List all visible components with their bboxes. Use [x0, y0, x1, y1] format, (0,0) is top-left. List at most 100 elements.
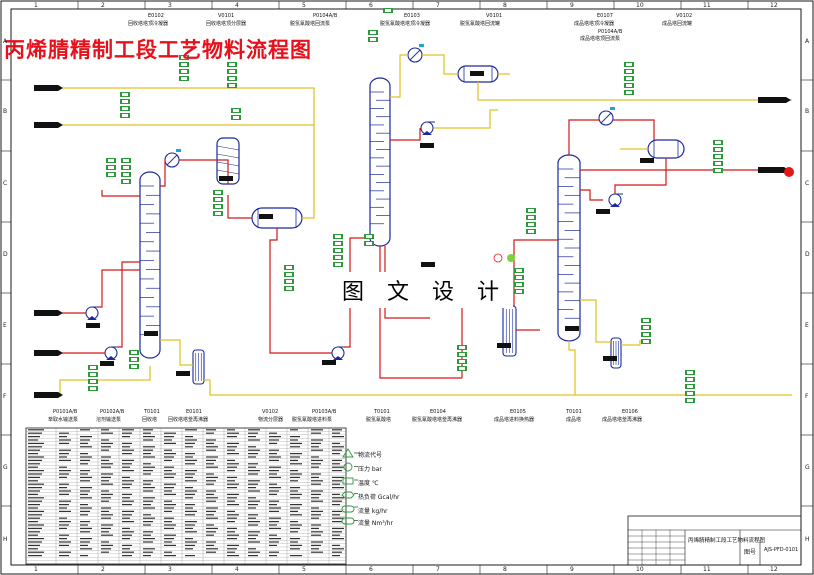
table-cell-value — [206, 500, 216, 502]
instrument-window — [626, 77, 632, 80]
bottom-equipment-tag: T0101 — [566, 409, 582, 415]
bottom-equipment-desc: 回收塔 — [142, 417, 158, 423]
product-reboiler-line — [621, 340, 641, 346]
instrument-window — [286, 287, 292, 290]
table-cell-value — [311, 483, 321, 485]
top-equipment-desc: 成品塔塔顶回流泵 — [580, 36, 621, 42]
table-cell-value — [269, 453, 277, 455]
table-cell-value — [332, 429, 342, 431]
table-cell-value — [332, 500, 342, 502]
table-cell-value — [206, 439, 216, 441]
inlet-flag — [34, 122, 58, 128]
grid-row-label: G — [3, 464, 8, 471]
legend-hex-symbol — [341, 491, 355, 499]
table-cell-value — [269, 551, 279, 553]
table-cell-value — [59, 500, 71, 502]
table-cell-value — [290, 524, 302, 526]
table-cell-value — [206, 534, 214, 536]
instrument-window — [528, 223, 534, 226]
table-cell-value — [185, 504, 195, 506]
top-equipment-desc: 脱氢氰酸塔回流罐 — [460, 21, 501, 27]
table-cell-value — [185, 541, 197, 543]
table-cell-value — [248, 555, 258, 557]
bottom-equipment-tag: T0101 — [144, 409, 160, 415]
table-cell-value — [332, 487, 344, 489]
table-cell-value — [59, 456, 67, 458]
grid-row-label: D — [3, 251, 8, 258]
table-cell-value — [248, 538, 256, 540]
table-cell-value — [143, 456, 155, 458]
instrument-window — [715, 155, 721, 158]
legend-stream-no: 物流代号 — [358, 452, 383, 459]
table-cell-value — [59, 466, 67, 468]
reflux-drum-outlet-line — [477, 82, 792, 101]
table-cell-value — [143, 446, 155, 448]
table-cell-value — [80, 463, 88, 465]
table-cell-value — [227, 436, 237, 438]
table-cell-value — [185, 510, 197, 512]
product-reflux-drum — [647, 139, 685, 159]
grid-column-label: 4 — [235, 2, 239, 9]
table-cell-value — [80, 507, 92, 509]
instrument-window — [626, 84, 632, 87]
instrument-window — [516, 290, 522, 293]
table-cell-value — [227, 446, 237, 448]
table-cell-value — [122, 483, 132, 485]
table-cell-value — [143, 541, 153, 543]
table-cell-value — [185, 493, 195, 495]
table-cell-value — [290, 510, 298, 512]
instrument-window — [122, 93, 128, 96]
instrument-window — [229, 70, 235, 73]
table-cell-value — [248, 551, 260, 553]
bottom-equipment-desc: 脱氢氰酸塔进料泵 — [292, 417, 333, 423]
instrument-window — [459, 346, 465, 349]
table-cell-value — [206, 548, 218, 550]
extraction-feed-line — [98, 269, 140, 308]
reboiler-loop-line — [384, 246, 430, 319]
instrument-window — [229, 63, 235, 66]
sample-point — [493, 253, 503, 263]
table-cell-value — [143, 429, 153, 431]
equipment-tag-box — [596, 209, 610, 214]
table-cell-value — [143, 500, 153, 502]
table-cell-value — [101, 442, 113, 444]
table-cell-value — [122, 504, 132, 506]
table-cell-value — [227, 517, 237, 519]
instrument-window — [643, 340, 649, 343]
table-cell-value — [122, 497, 130, 499]
table-cell-value — [248, 534, 258, 536]
table-cell-value — [185, 442, 195, 444]
table-cell-value — [311, 544, 321, 546]
grid-column-label: 1 — [34, 2, 38, 9]
table-cell-value — [311, 517, 319, 519]
table-cell-value — [143, 538, 155, 540]
table-cell-value — [143, 463, 151, 465]
table-cell-value — [101, 480, 109, 482]
table-row-header — [28, 432, 42, 434]
table-cell-value — [248, 500, 260, 502]
instrument-window — [528, 230, 534, 233]
table-cell-value — [248, 497, 256, 499]
instrument-window — [643, 319, 649, 322]
table-row-header — [28, 527, 42, 529]
table-cell-value — [101, 541, 109, 543]
table-cell-value — [248, 507, 256, 509]
table-cell-value — [332, 510, 342, 512]
table-cell-value — [311, 524, 321, 526]
table-cell-value — [290, 521, 298, 523]
table-cell-value — [101, 456, 111, 458]
top-equipment-desc: 回收塔塔顶冷凝器 — [128, 21, 169, 27]
table-cell-value — [101, 527, 111, 529]
instrument-window — [335, 249, 341, 252]
table-cell-value — [59, 453, 69, 455]
table-cell-value — [164, 456, 174, 458]
table-cell-value — [269, 500, 279, 502]
table-cell-value — [101, 466, 111, 468]
table-row-header — [28, 517, 40, 519]
table-cell-value — [80, 510, 90, 512]
table-cell-value — [185, 531, 197, 533]
table-cell-value — [59, 493, 69, 495]
table-cell-value — [311, 507, 319, 509]
